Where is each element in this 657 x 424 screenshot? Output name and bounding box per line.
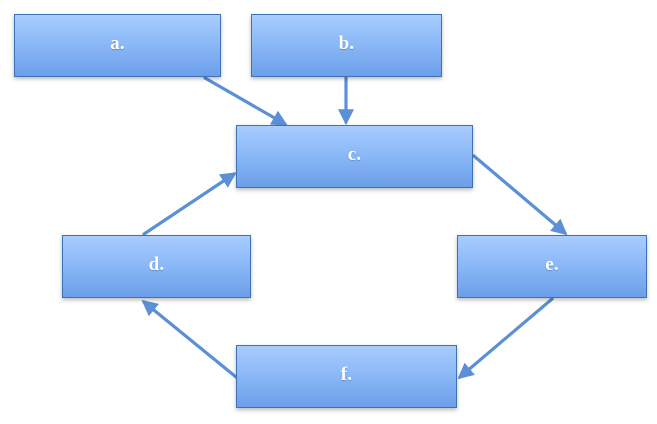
arrow-f-to-d [141,299,238,379]
node-b-label: b. [338,32,355,54]
node-f: f. [236,345,457,408]
node-e: e. [457,235,647,298]
arrow-c-to-e [472,154,568,236]
node-a: a. [14,14,221,77]
node-a-label: a. [110,32,125,54]
arrow-d-to-c [142,172,237,236]
node-d-label: d. [148,253,165,275]
node-f-label: f. [340,363,353,385]
node-e-label: e. [545,253,559,275]
arrow-e-to-f [457,297,554,380]
node-b: b. [251,14,442,77]
node-c-label: c. [347,143,362,165]
node-c: c. [236,125,473,188]
node-d: d. [62,235,251,298]
arrow-a-to-c [203,76,288,126]
